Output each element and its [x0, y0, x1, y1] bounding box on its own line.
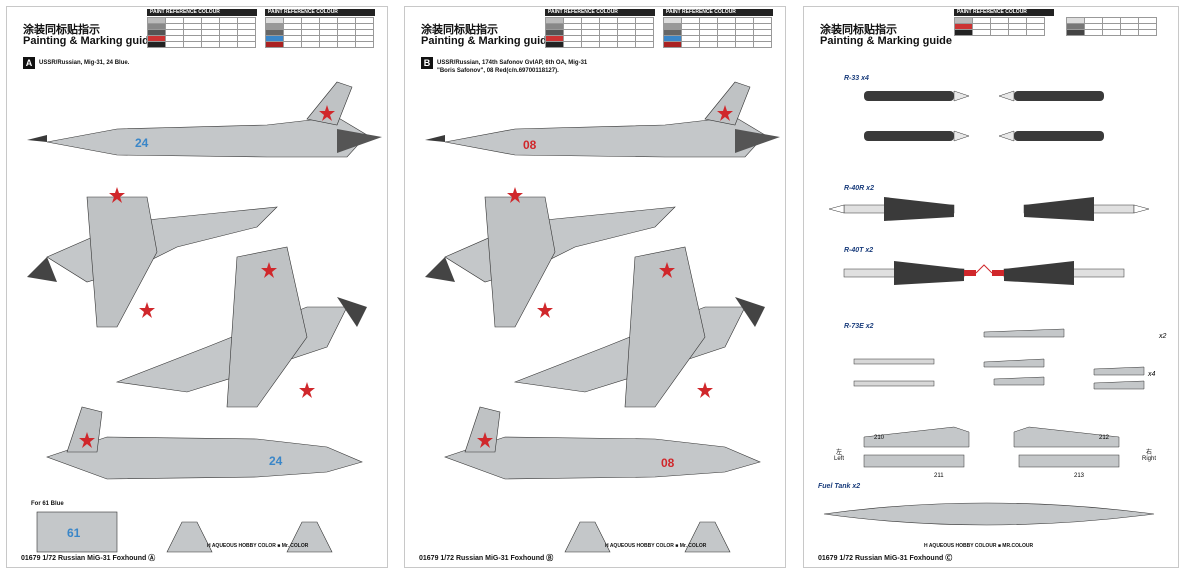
legend: H AQUEOUS HOBBY COLOR ■ Mr. COLOR	[605, 543, 707, 549]
aircraft-side-view: 24	[27, 81, 382, 158]
paint-table	[663, 17, 772, 48]
label-r33: R-33 x4	[844, 75, 869, 82]
paint-table	[265, 17, 374, 48]
red-star-icon	[717, 105, 733, 121]
aircraft-number: 24	[269, 454, 283, 468]
red-star-icon	[537, 302, 553, 318]
aircraft-drawings-a: 24 24 61	[27, 81, 382, 553]
reference-header: PAINT REFERENCE COLOUR	[663, 9, 773, 16]
red-star-icon	[139, 302, 155, 318]
fin-left	[166, 521, 213, 553]
r40r-missiles	[828, 197, 1150, 221]
sheet-a: 涂装同标贴指示 Painting & Marking guide PAINT R…	[6, 6, 388, 568]
title-cn: 涂装同标贴指示	[820, 23, 897, 36]
r33-missiles	[864, 90, 1104, 142]
red-star-icon	[477, 432, 493, 448]
label-r73e: R-73E x2	[844, 323, 874, 330]
title-en: Painting & Marking guide	[421, 35, 554, 47]
aircraft-side-view-2: 08	[444, 406, 761, 480]
red-star-icon	[79, 432, 95, 448]
aircraft-top-view	[425, 187, 676, 328]
aircraft-drawings-b: 08 08	[425, 81, 780, 553]
r73e-missiles	[853, 328, 1145, 390]
label-r40t: R-40T x2	[844, 247, 874, 254]
aircraft-side-view-2: 24	[46, 406, 363, 480]
paint-table	[954, 17, 1045, 36]
paint-table	[545, 17, 654, 48]
red-star-icon	[261, 262, 277, 278]
reference-header: PAINT REFERENCE COLOUR	[147, 9, 257, 16]
version-subject: USSR/Russian, 174th Safonov GvIAP, 6th O…	[437, 60, 588, 74]
fuel-tank	[823, 502, 1155, 526]
detail-61: 61	[36, 511, 118, 553]
footer: 01679 1/72 Russian MiG-31 Foxhound Ⓐ	[21, 555, 156, 562]
r40t-missiles	[843, 261, 1125, 285]
reference-header: PAINT REFERENCE COLOUR	[545, 9, 655, 16]
aircraft-number-61: 61	[67, 526, 81, 540]
qty-x2: x2	[1159, 333, 1167, 340]
footer: 01679 1/72 Russian MiG-31 Foxhound Ⓒ	[818, 555, 953, 562]
label-r40r: R-40R x2	[844, 185, 874, 192]
label-fuel-tank: Fuel Tank x2	[818, 483, 861, 490]
sheet-c: 涂装同标贴指示 Painting & Marking guide PAINT R…	[803, 6, 1179, 568]
paint-table	[1066, 17, 1157, 36]
fin-right	[286, 521, 333, 553]
part-212: 212	[1099, 435, 1110, 441]
paint-table	[147, 17, 256, 48]
aircraft-number: 08	[661, 456, 675, 470]
part-211: 211	[934, 473, 944, 479]
aircraft-bottom-view	[115, 246, 367, 408]
legend: H AQUEOUS HOBBY COLOUR ■ MR.COLOUR	[924, 543, 1034, 549]
version-badge: A	[23, 57, 35, 69]
red-star-icon	[299, 382, 315, 398]
fin-right	[684, 521, 731, 553]
qty-x4: x4	[1148, 371, 1156, 378]
title-cn: 涂装同标贴指示	[421, 23, 498, 36]
title-cn: 涂装同标贴指示	[23, 23, 100, 36]
pylons: 210 211 212 213	[863, 426, 1120, 479]
part-213: 213	[1074, 473, 1085, 479]
aircraft-side-view: 08	[425, 81, 780, 158]
sheet-b: 涂装同标贴指示 Painting & Marking guide PAINT R…	[404, 6, 786, 568]
reference-header: PAINT REFERENCE COLOUR	[265, 9, 375, 16]
for-61-label: For 61 Blue	[31, 501, 64, 507]
reference-header: PAINT REFERENCE COLOUR	[954, 9, 1054, 16]
red-star-icon	[319, 105, 335, 121]
red-star-icon	[659, 262, 675, 278]
red-star-icon	[697, 382, 713, 398]
weapons-drawings: 210 211 212 213	[823, 90, 1155, 526]
part-210: 210	[874, 435, 885, 441]
title-en: Painting & Marking guide	[820, 35, 953, 47]
red-star-icon	[507, 187, 523, 203]
title-en: Painting & Marking guide	[23, 35, 156, 47]
aircraft-number: 24	[135, 136, 149, 150]
fin-left	[564, 521, 611, 553]
red-star-icon	[109, 187, 125, 203]
legend: H AQUEOUS HOBBY COLOR ■ Mr. COLOR	[207, 543, 309, 549]
aircraft-bottom-view	[513, 246, 765, 408]
aircraft-top-view	[27, 187, 278, 328]
version-badge: B	[421, 57, 433, 69]
version-subject: USSR/Russian, Mig-31, 24 Blue.	[39, 60, 130, 66]
aircraft-number: 08	[523, 138, 537, 152]
footer: 01679 1/72 Russian MiG-31 Foxhound Ⓑ	[419, 555, 554, 562]
